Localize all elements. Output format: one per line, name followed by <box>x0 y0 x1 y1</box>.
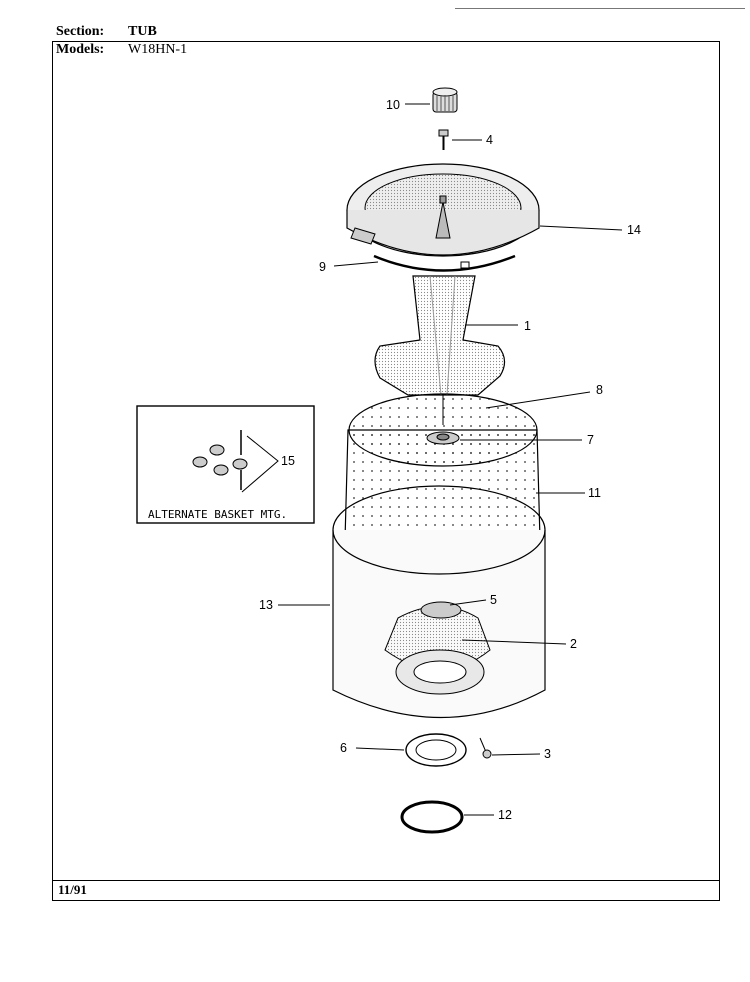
callout-7: 7 <box>587 433 594 447</box>
models-label: Models: <box>56 42 105 57</box>
inset-caption: ALTERNATE BASKET MTG. <box>148 508 287 521</box>
part-3-nut <box>479 737 492 759</box>
part-9-seal <box>373 254 516 272</box>
callout-11: 11 <box>588 486 601 500</box>
part-11-basket <box>344 393 541 561</box>
callout-9: 9 <box>319 260 326 274</box>
footer-divider <box>52 880 720 881</box>
callout-13: 13 <box>259 598 273 612</box>
section-value: TUB <box>128 24 157 39</box>
part-14-tub-ring <box>346 163 540 257</box>
callout-15: 15 <box>281 454 295 468</box>
callout-8: 8 <box>596 383 603 397</box>
callout-1: 1 <box>524 319 531 333</box>
diagram-frame <box>52 41 720 901</box>
callout-10: 10 <box>386 98 400 112</box>
callout-3: 3 <box>544 747 551 761</box>
top-rule <box>455 8 745 9</box>
models-value: W18HN-1 <box>128 42 188 57</box>
part-10-cap <box>432 87 458 113</box>
part-6-gasket <box>405 733 467 767</box>
part-12-o-ring <box>400 800 464 834</box>
part-13-outer-tub <box>332 485 546 719</box>
callout-6: 6 <box>340 741 347 755</box>
leader-lines <box>278 103 623 816</box>
callout-12: 12 <box>498 808 512 822</box>
callout-5: 5 <box>490 593 497 607</box>
section-label: Section: <box>56 24 105 39</box>
revision-date: 11/91 <box>58 882 87 897</box>
inset-alternate-basket-mtg: ALTERNATE BASKET MTG. <box>136 405 315 524</box>
callout-2: 2 <box>570 637 577 651</box>
part-4-bolt <box>438 129 449 150</box>
callout-4: 4 <box>486 133 493 147</box>
callout-14: 14 <box>627 223 641 237</box>
